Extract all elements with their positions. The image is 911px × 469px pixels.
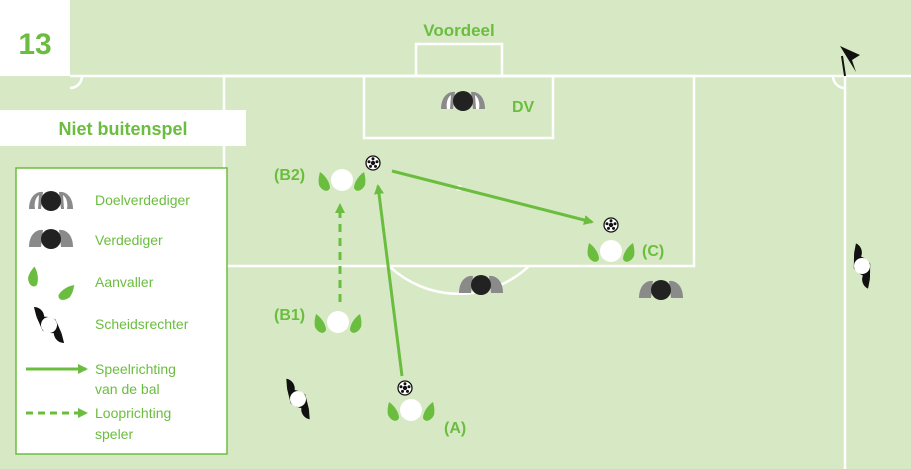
legend-defender: Verdediger — [95, 232, 163, 248]
legend-run-line1: Looprichting — [95, 405, 171, 421]
defender-icon — [639, 280, 683, 300]
player-label-a: (A) — [444, 420, 466, 437]
legend-referee: Scheidsrechter — [95, 316, 189, 332]
goalkeeper-icon — [29, 191, 73, 211]
corner-flag-icon — [840, 46, 860, 77]
ball-icon — [365, 155, 381, 171]
defender-icon — [459, 275, 503, 295]
legend-run-line2: speler — [95, 426, 133, 442]
ball-icon — [603, 217, 619, 233]
defender-icon — [29, 229, 73, 249]
ball-icon — [397, 380, 413, 396]
goal-label: Voordeel — [423, 21, 494, 40]
ball-pass-arrow — [374, 184, 404, 377]
player-label-b2: (B2) — [274, 167, 305, 184]
scene-number: 13 — [18, 28, 51, 61]
goalkeeper-label: DV — [512, 99, 535, 116]
legend-ball-line2: van de bal — [95, 381, 160, 397]
title-box — [0, 110, 246, 146]
legend: Doelverdediger Verdediger Aanvaller Sche… — [15, 167, 228, 455]
goalkeeper-icon — [441, 91, 485, 111]
legend-goalkeeper: Doelverdediger — [95, 192, 190, 208]
player-label-c: (C) — [642, 243, 664, 260]
pitch-lines — [69, 42, 911, 469]
legend-ball-line1: Speelrichting — [95, 361, 176, 377]
ball-pass-arrow — [391, 169, 594, 225]
legend-attacker: Aanvaller — [95, 274, 154, 290]
title: Niet buitenspel — [58, 119, 187, 139]
player-label-b1: (B1) — [274, 307, 305, 324]
